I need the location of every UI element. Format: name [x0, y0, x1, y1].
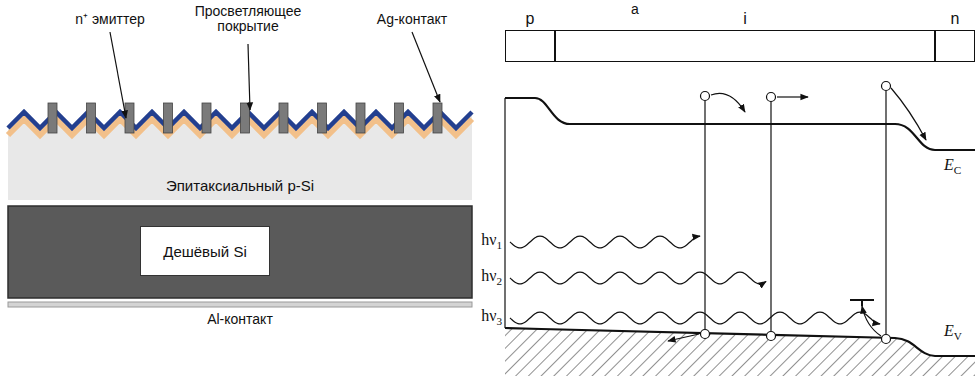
leader-line — [248, 44, 250, 110]
solar-cell — [8, 32, 472, 307]
region-letter: i — [743, 10, 747, 28]
band-diagram — [505, 82, 975, 376]
epitaxial-layer: Эпитаксиальный p-Si — [8, 150, 472, 200]
ag-finger — [164, 103, 173, 133]
valence-hatch — [505, 328, 975, 376]
n-region: n — [935, 30, 975, 62]
band-edge — [504, 98, 505, 328]
photon-label: hν1 — [481, 231, 502, 252]
layer-label: Дешёвый Si — [163, 243, 247, 260]
photon-label: hν3 — [481, 307, 502, 328]
i-region: i — [555, 30, 935, 62]
valence-band — [505, 328, 975, 356]
leader-line — [110, 32, 126, 118]
photon-wave — [510, 236, 700, 248]
transitions — [668, 82, 926, 344]
photon-label: hν2 — [481, 267, 502, 288]
ag-finger — [356, 103, 365, 133]
al-contact-bar — [8, 302, 472, 307]
panel-letter: a — [631, 2, 639, 17]
photon-wave — [510, 312, 880, 324]
ag-finger — [48, 103, 57, 133]
ag-contact-label: Ag-контакт — [377, 12, 447, 27]
leader-line — [412, 32, 440, 102]
al-contact-label: Al-контакт — [207, 312, 273, 327]
cheap-si-box: Дешёвый Si — [140, 226, 270, 276]
ag-finger — [279, 103, 288, 133]
ag-finger — [241, 103, 250, 133]
layer-label: Эпитаксиальный p-Si — [166, 177, 314, 194]
photon-wave — [510, 272, 766, 284]
ag-finger — [395, 103, 404, 133]
coating-label: Просветляющее покрытие — [185, 4, 311, 35]
p-region: p — [505, 30, 555, 62]
band-label: EV — [944, 322, 962, 343]
ag-finger — [202, 103, 211, 133]
emitter-label: n⁺ эмиттер — [75, 12, 145, 27]
ag-finger — [318, 103, 327, 133]
region-letter: n — [951, 10, 960, 28]
ag-finger — [433, 103, 442, 133]
band-label: EC — [944, 156, 961, 177]
cheap-si-block — [8, 206, 472, 298]
region-letter: p — [526, 10, 535, 28]
ag-finger — [87, 103, 96, 133]
ag-finger — [125, 103, 134, 133]
